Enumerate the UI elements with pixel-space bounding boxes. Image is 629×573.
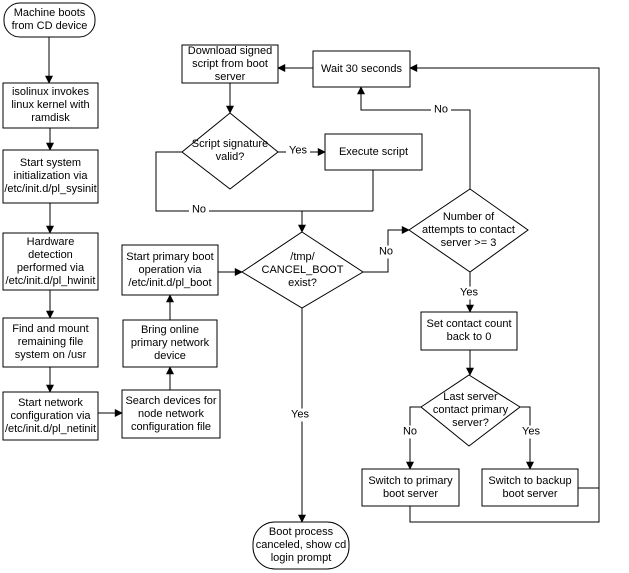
shape-isolinux-box	[2, 82, 99, 129]
edge-cancel-no	[363, 226, 410, 273]
shape-last-server-diamond	[420, 374, 521, 447]
shape-hwinit-box	[2, 232, 99, 291]
shape-machine-boots-terminator	[3, 2, 96, 38]
edge-last-yes	[520, 406, 534, 470]
shape-netinit-box	[2, 391, 99, 441]
shape-boot-canceled-terminator	[252, 521, 350, 570]
edge-signature-no	[155, 151, 373, 212]
shape-switch-backup-box	[481, 468, 579, 507]
shape-attempts-diamond	[408, 188, 529, 273]
shape-switch-primary-box	[361, 468, 460, 507]
shape-signature-diamond	[181, 112, 279, 190]
edge-attempts-no	[357, 86, 471, 189]
shape-execute-script-box	[324, 133, 423, 171]
shape-download-script-box	[181, 44, 279, 84]
shape-findmount-box	[2, 317, 99, 368]
shape-cancel-boot-diamond	[241, 231, 364, 309]
shape-search-devices-box	[121, 389, 221, 439]
shape-wait-30-box	[312, 50, 411, 88]
edge-switch-return-to-wait	[409, 64, 600, 523]
shape-set-count-box	[420, 311, 518, 351]
shape-bring-online-box	[122, 319, 218, 368]
shape-sysinit-box	[2, 149, 99, 204]
shape-start-boot-box	[121, 244, 219, 296]
edge-last-no	[406, 406, 421, 470]
